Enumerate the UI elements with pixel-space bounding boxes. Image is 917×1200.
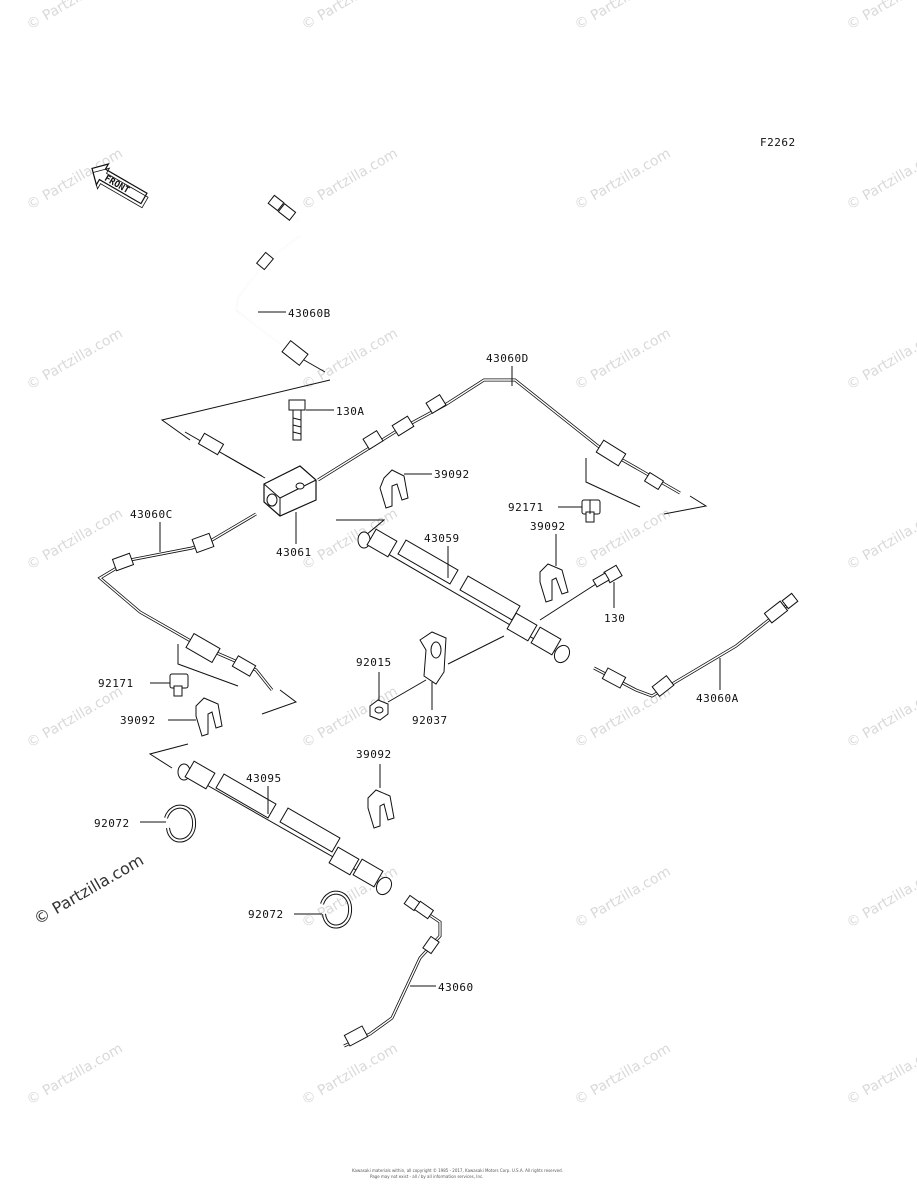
fitting-left-43061: [184, 431, 266, 479]
watermark: © Partzilla.com: [844, 0, 917, 33]
clamp-92037[interactable]: [419, 631, 447, 685]
watermark: © Partzilla.com: [572, 0, 674, 33]
watermark: © Partzilla.com: [572, 146, 674, 214]
watermark: © Partzilla.com: [844, 146, 917, 214]
footer-copyright-2: Page may not exist - all / by all inform…: [370, 1174, 483, 1179]
watermark: © Partzilla.com: [572, 864, 674, 932]
watermark: © Partzilla.com: [844, 864, 917, 932]
label-39092-left[interactable]: 39092: [120, 714, 156, 727]
label-130A[interactable]: 130A: [336, 405, 365, 418]
watermark: © Partzilla.com: [844, 1041, 917, 1109]
watermark: © Partzilla.com: [572, 1041, 674, 1109]
bolt-130A[interactable]: [288, 399, 306, 441]
label-43060D[interactable]: 43060D: [486, 352, 529, 365]
label-39092-lower[interactable]: 39092: [356, 748, 392, 761]
hose-43059[interactable]: [357, 528, 573, 665]
label-43060C[interactable]: 43060C: [130, 508, 173, 521]
figure-code: F2262: [760, 136, 796, 149]
clip-39092-right[interactable]: [539, 563, 569, 603]
label-43060A[interactable]: 43060A: [696, 692, 739, 705]
watermark: © Partzilla.com: [572, 326, 674, 394]
watermark: © Partzilla.com: [24, 684, 126, 752]
watermark: © Partzilla.com: [24, 0, 126, 33]
watermark: © Partzilla.com: [299, 0, 401, 33]
label-43061[interactable]: 43061: [276, 546, 312, 559]
label-43060[interactable]: 43060: [438, 981, 474, 994]
pipe-43060[interactable]: [343, 894, 442, 1048]
clip-39092-left[interactable]: [195, 697, 223, 737]
routing-line: [663, 495, 708, 515]
routing-line: [177, 644, 239, 687]
clamp-92171-right[interactable]: [581, 499, 601, 523]
watermark: © Partzilla.com: [24, 326, 126, 394]
clamp-92171-left[interactable]: [169, 673, 189, 697]
watermark: © Partzilla.com: [299, 684, 401, 752]
joint-43061[interactable]: [263, 465, 317, 517]
pipe-43060A[interactable]: [593, 592, 799, 698]
footer-copyright: Kawasaki materials within, all copyright…: [352, 1168, 563, 1173]
watermark-main: © Partzilla.com: [31, 850, 147, 928]
routing-line: [539, 583, 597, 621]
routing-line: [585, 458, 641, 508]
watermark: © Partzilla.com: [24, 1041, 126, 1109]
label-39092-upper[interactable]: 39092: [434, 468, 470, 481]
label-92037[interactable]: 92037: [412, 714, 448, 727]
label-92171-right[interactable]: 92171: [508, 501, 544, 514]
label-92171-left[interactable]: 92171: [98, 677, 134, 690]
pipe-43060B[interactable]: [235, 194, 326, 373]
hose-43095[interactable]: [177, 760, 395, 897]
watermark: © Partzilla.com: [844, 684, 917, 752]
watermark: © Partzilla.com: [24, 506, 126, 574]
clip-39092-lower[interactable]: [367, 789, 395, 829]
pipe-43060D[interactable]: [317, 378, 681, 495]
watermark: © Partzilla.com: [844, 506, 917, 574]
pipe-43060C[interactable]: [97, 512, 274, 691]
label-92015[interactable]: 92015: [356, 656, 392, 669]
hose-clamp-92072-upper[interactable]: [164, 804, 197, 843]
label-130[interactable]: 130: [604, 612, 625, 625]
watermark: © Partzilla.com: [844, 326, 917, 394]
routing-line: [160, 379, 331, 441]
label-43059[interactable]: 43059: [424, 532, 460, 545]
nut-92015[interactable]: [369, 699, 389, 721]
label-43060B[interactable]: 43060B: [288, 307, 331, 320]
routing-line: [148, 743, 189, 769]
label-92072-upper[interactable]: 92072: [94, 817, 130, 830]
watermark: © Partzilla.com: [299, 1041, 401, 1109]
watermark: © Partzilla.com: [299, 146, 401, 214]
label-43095[interactable]: 43095: [246, 772, 282, 785]
label-39092-right[interactable]: 39092: [530, 520, 566, 533]
clip-39092-upper[interactable]: [379, 469, 409, 509]
routing-line: [261, 689, 298, 715]
bolt-130[interactable]: [592, 564, 623, 588]
routing-line: [447, 635, 505, 665]
routing-line: [387, 679, 427, 703]
label-92072-lower[interactable]: 92072: [248, 908, 284, 921]
hose-clamp-92072-lower[interactable]: [320, 890, 353, 929]
